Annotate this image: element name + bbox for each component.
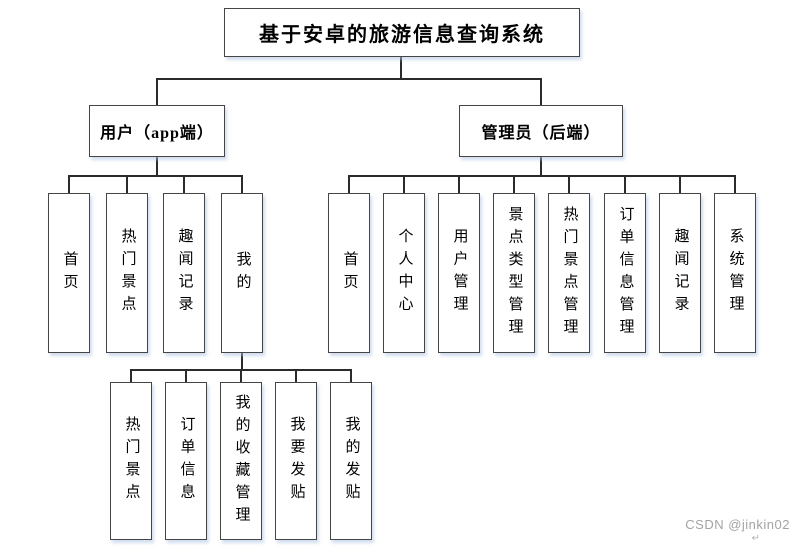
connector-line <box>185 369 187 383</box>
node-admin-user-mgmt: 用户管理 <box>438 193 480 353</box>
connector-line <box>540 157 542 176</box>
connector-line <box>350 369 352 383</box>
paragraph-return-mark: ↵ <box>751 533 760 544</box>
connector-line <box>400 57 402 79</box>
connector-line <box>156 157 158 176</box>
node-admin-fun-records: 趣闻记录 <box>659 193 701 353</box>
csdn-watermark: CSDN @jinkin02 <box>685 517 790 532</box>
node-mine-my-posts: 我的发贴 <box>330 382 372 540</box>
connector-line <box>241 352 243 370</box>
connector-line <box>183 175 185 193</box>
node-user-hot-spots: 热门景点 <box>106 193 148 353</box>
connector-line <box>240 369 242 383</box>
connector-line <box>513 175 515 193</box>
node-mine-hot-spots: 热门景点 <box>110 382 152 540</box>
connector-line <box>540 78 542 105</box>
node-admin-personal-center: 个人中心 <box>383 193 425 353</box>
connector-line <box>295 369 297 383</box>
node-root: 基于安卓的旅游信息查询系统 <box>224 8 580 57</box>
connector-line <box>624 175 626 193</box>
connector-line <box>568 175 570 193</box>
connector-line <box>679 175 681 193</box>
connector-line <box>156 78 158 105</box>
node-user-home: 首页 <box>48 193 90 353</box>
connector-line <box>68 175 243 177</box>
node-mine-create-post: 我要发贴 <box>275 382 317 540</box>
node-user-mine: 我的 <box>221 193 263 353</box>
node-admin-home: 首页 <box>328 193 370 353</box>
connector-line <box>348 175 736 177</box>
connector-line <box>403 175 405 193</box>
connector-line <box>458 175 460 193</box>
connector-line <box>126 175 128 193</box>
node-mine-favorites-mgmt: 我的收藏管理 <box>220 382 262 540</box>
node-user-fun-records: 趣闻记录 <box>163 193 205 353</box>
node-admin-order-info-mgmt: 订单信息管理 <box>604 193 646 353</box>
connector-line <box>734 175 736 193</box>
connector-line <box>348 175 350 193</box>
node-admin-backend: 管理员（后端） <box>459 105 623 157</box>
node-mine-order-info: 订单信息 <box>165 382 207 540</box>
node-admin-spot-type-mgmt: 景点类型管理 <box>493 193 535 353</box>
connector-line <box>241 175 243 193</box>
node-admin-hot-spot-mgmt: 热门景点管理 <box>548 193 590 353</box>
node-user-app: 用户（app端） <box>89 105 225 157</box>
connector-line <box>156 78 542 80</box>
connector-line <box>130 369 132 383</box>
connector-line <box>68 175 70 193</box>
node-admin-system-mgmt: 系统管理 <box>714 193 756 353</box>
